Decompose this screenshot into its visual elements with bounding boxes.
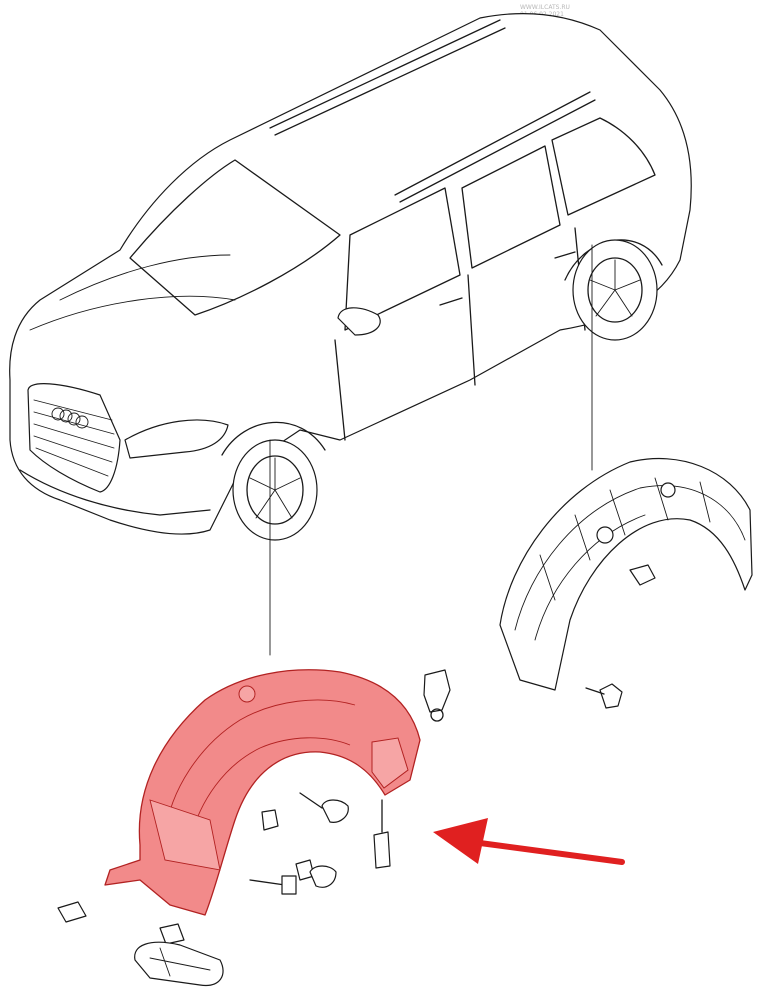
front-wheel-arch [221,421,326,456]
rear-liner-clip [596,526,614,544]
clip-nut-left [57,901,87,923]
front-liner-panel [149,799,221,871]
lower-bracket-ribs [149,947,211,977]
side-mirror [337,307,381,336]
suv-outline-icon [9,12,692,541]
rear-liner-rib-outer [514,485,746,631]
front-liner-shell [104,669,421,916]
roof-rail-rear [394,91,596,203]
expanding-rivet-2 [309,865,337,888]
front-liner-bracket [371,737,409,789]
rear-liner-shell [499,458,753,691]
screw-vertical [373,831,391,869]
arrow-shaft [477,840,625,865]
rear-rim [587,257,643,323]
vehicle-body [9,12,692,535]
front-side-window [344,187,461,331]
screw-horizontal-shaft [249,879,286,886]
hood-lines [29,254,236,331]
expanding-rivet-1-leader [299,792,323,809]
front-grille [27,383,121,493]
roof-rail-front [269,19,506,136]
clip-nut-bottom [159,923,185,945]
rear-liner-clip-2 [660,482,676,498]
bumper-line [19,469,211,516]
rear-liner-cross-ribs [539,477,711,601]
rear-side-window [461,145,561,269]
front-liner-clip [238,685,256,703]
rear-liner-rib-inner [534,514,646,641]
arrow-head [433,818,488,864]
front-liner-rib-outer [164,699,356,836]
front-liner-fasteners [57,669,451,945]
front-wheel-housing-liner [104,669,421,916]
windshield [129,159,341,316]
quarter-window [551,117,656,216]
rear-liner-screw-head [599,683,623,709]
rear-rim-spokes [589,259,641,317]
headlight [124,419,229,459]
front-rim [246,455,304,525]
red-arrow-icon [433,818,625,865]
front-rim-spokes [249,457,301,519]
clip-nut-top-hole [430,708,444,722]
door-handles [439,251,576,306]
watermark-line-1: WWW.ILCATS.RU [520,4,570,11]
rear-liner-screw-shaft [585,687,605,695]
rear-wheel-housing-liner [499,458,753,709]
grille-bars [33,399,115,477]
clip-nut-top [423,669,451,713]
front-liner-rib-inner [189,737,351,841]
nut-small [261,809,279,831]
expanding-rivet-1 [321,799,349,823]
rear-liner-nut [629,564,656,586]
audi-rings-icon [51,407,89,429]
screw-horizontal-head [281,875,297,895]
